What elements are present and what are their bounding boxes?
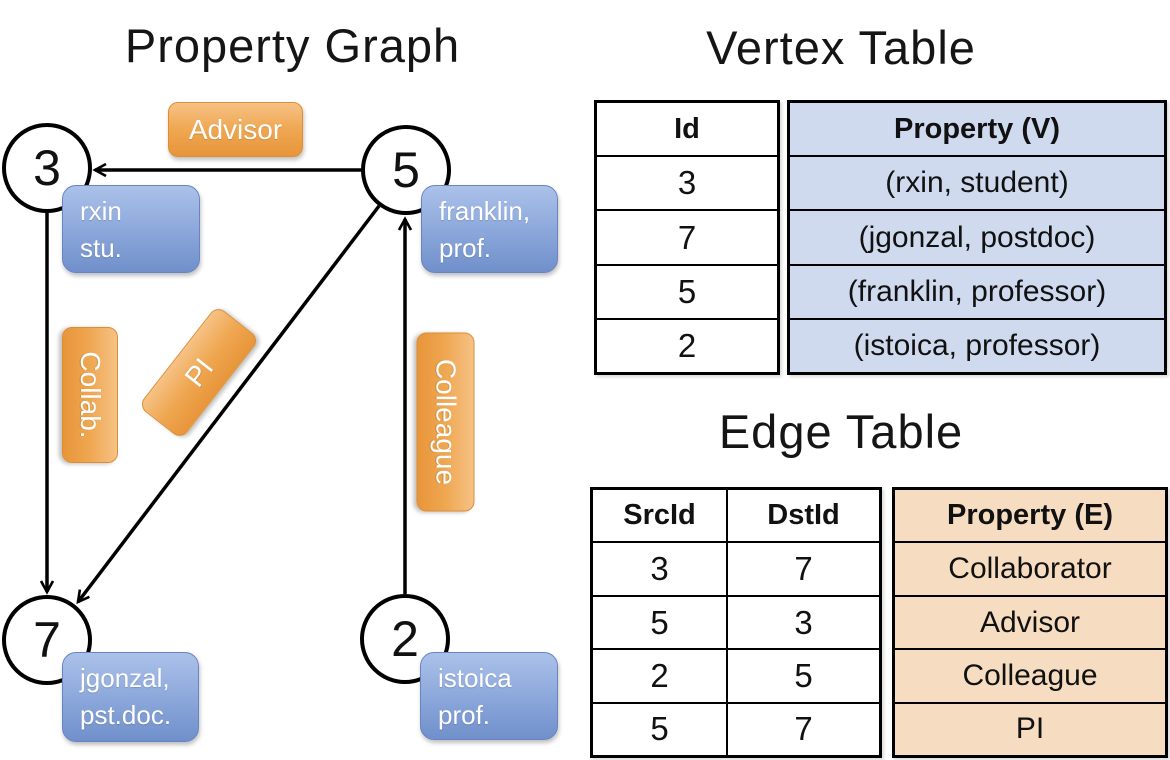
edge-table-property-header: Property (E)	[895, 490, 1165, 542]
vertex-table-property-cell: (jgonzal, postdoc)	[790, 209, 1164, 264]
vertex-property-istoica-line2: prof.	[438, 700, 491, 730]
edge-table-srcid-header: SrcId	[593, 490, 728, 542]
edge-table-property-cell: PI	[895, 701, 1165, 756]
vertex-property-box-rxin: rxin stu.	[62, 185, 200, 273]
edge-table-property-cell: Colleague	[895, 648, 1165, 702]
graph-edges-layer	[39, 162, 413, 605]
edge-pi-arrow-5-to-7	[76, 204, 381, 605]
edge-table-dst-cell: 3	[794, 603, 813, 641]
vertex-table-id-cell: 2	[597, 317, 777, 372]
edge-table-dst-cell: 7	[794, 710, 813, 748]
vertex-node-5-id: 5	[392, 142, 420, 198]
vertex-node-2-id: 2	[391, 611, 419, 667]
vertex-property-istoica-line1: istoica	[438, 663, 512, 693]
property-graph-title: Property Graph	[124, 19, 461, 72]
edge-label-colleague: Colleague	[416, 332, 475, 512]
edge-table-dst-cell: 5	[794, 656, 813, 694]
edge-label-pi-text: PI	[178, 352, 219, 393]
edge-label-collab: Collab.	[62, 327, 118, 463]
vertex-table-property-column: Property (V) (rxin, student) (jgonzal, p…	[787, 100, 1167, 375]
vertex-node-3-id: 3	[33, 140, 61, 196]
vertex-table-id-header: Id	[674, 112, 700, 145]
edge-label-collab-text: Collab.	[75, 351, 106, 439]
edge-table-title: Edge Table	[718, 405, 964, 458]
edge-table-src-cell: 5	[593, 703, 728, 756]
edge-table-src-cell: 2	[593, 650, 728, 702]
edge-table-dst-cell: 7	[794, 550, 813, 588]
edge-label-advisor-text: Advisor	[188, 113, 283, 145]
vertex-property-box-franklin: franklin, prof.	[421, 185, 558, 273]
edge-table-src-dst-columns: SrcId DstId 3 7 5 3 2 5 5 7	[590, 487, 882, 758]
edge-table-row: 3 7	[593, 541, 879, 595]
edge-table-src-cell: 5	[593, 596, 728, 649]
vertex-node-2: 2	[360, 594, 450, 684]
edge-table-header-row: SrcId DstId	[593, 490, 879, 542]
vertex-table-property-header: Property (V)	[790, 103, 1164, 156]
vertex-node-7-id: 7	[33, 612, 61, 668]
vertex-table-id-cell: 7	[597, 209, 777, 263]
vertex-table-property-cell: (istoica, professor)	[790, 317, 1164, 373]
vertex-property-jgonzal-line2: pst.doc.	[80, 700, 172, 730]
vertex-table-id-cell: 3	[597, 155, 777, 209]
edge-table-property-cell: Advisor	[895, 594, 1165, 649]
vertex-node-5: 5	[361, 125, 451, 215]
vertex-table-property-cell: (rxin, student)	[790, 155, 1164, 210]
vertex-property-jgonzal-line1: jgonzal,	[80, 663, 170, 693]
vertex-table-title: Vertex Table	[706, 21, 976, 74]
edge-label-advisor: Advisor	[168, 102, 303, 157]
edge-table-property-column: Property (E) Collaborator Advisor Collea…	[892, 487, 1168, 758]
edge-label-colleague-text: Colleague	[430, 358, 462, 486]
edge-table-row: 2 5	[593, 648, 879, 702]
edge-table-row: 5 3	[593, 594, 879, 649]
edge-table-dstid-header: DstId	[767, 499, 840, 532]
vertex-property-box-jgonzal: jgonzal, pst.doc.	[62, 652, 199, 742]
vertex-property-rxin-line1: rxin	[80, 196, 122, 226]
vertex-property-rxin-line2: stu.	[80, 233, 122, 263]
vertex-table-property-cell: (franklin, professor)	[790, 263, 1164, 318]
edge-table-property-cell: Collaborator	[895, 541, 1165, 595]
vertex-table-id-column: Id 3 7 5 2	[594, 100, 780, 375]
vertex-property-franklin-line1: franklin,	[439, 196, 531, 226]
vertex-property-box-istoica: istoica prof.	[420, 652, 558, 740]
vertex-property-franklin-line2: prof.	[439, 233, 492, 263]
vertex-table-id-cell: 5	[597, 263, 777, 318]
edge-table-src-cell: 3	[593, 543, 728, 595]
edge-table-row: 5 7	[593, 701, 879, 756]
